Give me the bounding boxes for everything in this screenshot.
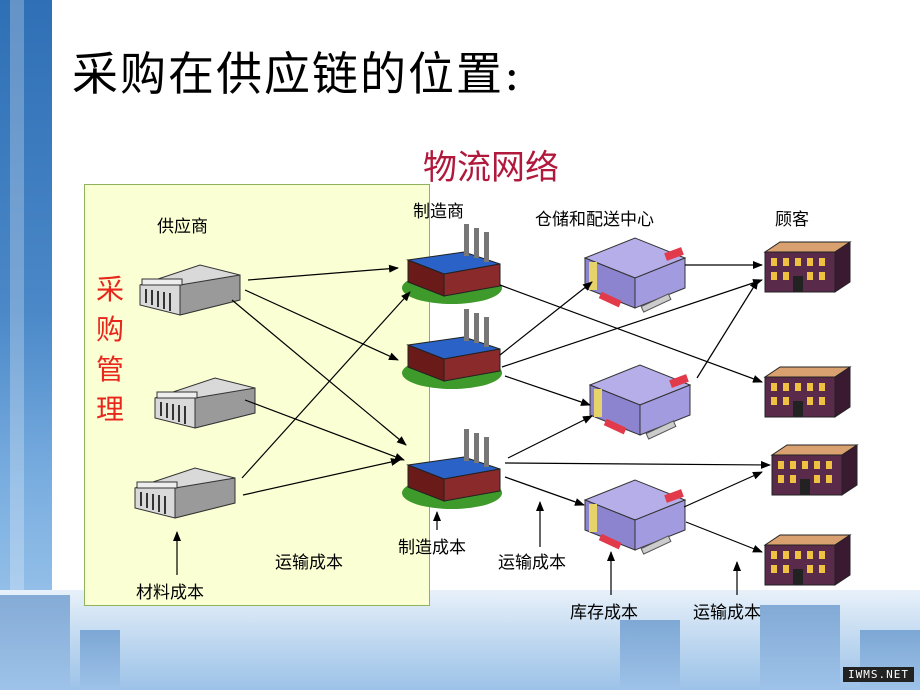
watermark-logo: IWMS.NET: [843, 667, 914, 682]
warehouses-header: 仓储和配送中心: [535, 210, 654, 230]
flow-arrows: [173, 261, 771, 595]
warehouse-icon: [589, 364, 691, 440]
factory-icon: [401, 428, 503, 510]
customer-building-icon: [764, 534, 851, 586]
slide-subtitle: 物流网络: [423, 148, 559, 188]
inventory-cost-label: 库存成本: [570, 603, 638, 623]
transport-cost-label-3: 运输成本: [693, 603, 761, 623]
procurement-area: [84, 184, 430, 606]
supplier-building-icon: [154, 377, 256, 429]
slide-title: 采购在供应链的位置:: [72, 47, 522, 101]
procurement-char: 理: [95, 393, 124, 426]
customer-building-icon: [764, 241, 851, 293]
manufacturing-cost-label: 制造成本: [398, 538, 466, 558]
material-cost-label: 材料成本: [136, 583, 204, 603]
customers-header: 顾客: [775, 210, 809, 230]
transport-cost-label-2: 运输成本: [498, 553, 566, 573]
factory-icon: [401, 223, 503, 305]
manufacturers-header: 制造商: [413, 202, 464, 222]
factory-icon: [401, 308, 503, 390]
transport-cost-label-1: 运输成本: [275, 553, 343, 573]
warehouse-icon: [584, 237, 686, 313]
supplier-building-icon: [134, 467, 236, 519]
supplier-building-icon: [139, 264, 241, 316]
procurement-label: 采 购 管 理: [92, 270, 128, 430]
customer-building-icon: [771, 444, 858, 496]
procurement-char: 购: [95, 313, 124, 346]
customer-building-icon: [764, 366, 851, 418]
left-decorative-bar: [0, 0, 52, 690]
procurement-char: 采: [95, 273, 124, 306]
bottom-decorative-band: [0, 590, 920, 690]
suppliers-header: 供应商: [157, 217, 208, 237]
procurement-char: 管: [95, 353, 124, 386]
warehouse-icon: [584, 479, 686, 555]
